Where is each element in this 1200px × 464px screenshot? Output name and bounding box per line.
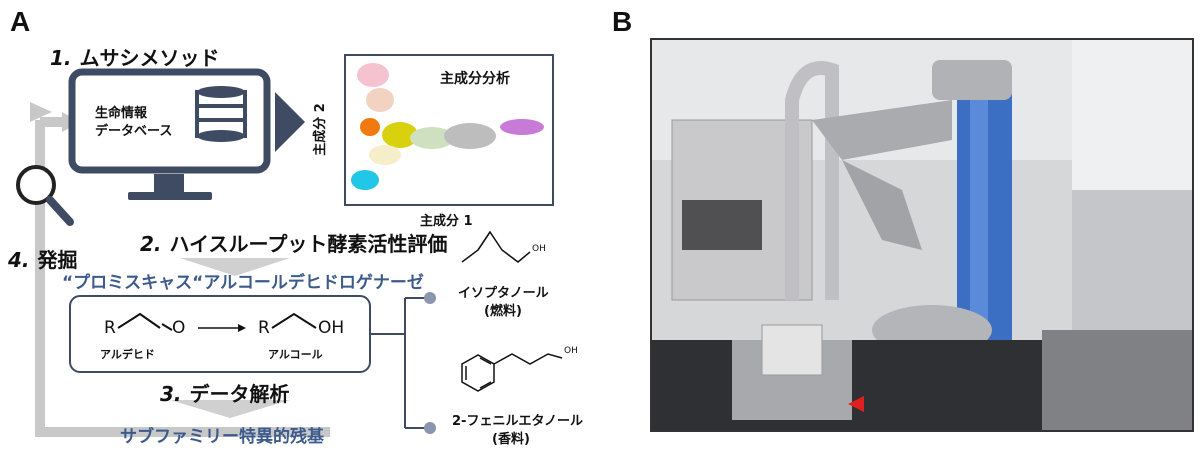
arrow-down-1 [180, 258, 290, 276]
step2-heading: 2. ハイスループット酵素活性評価 [140, 228, 447, 257]
panel-b-label: B [612, 6, 633, 37]
phenylethanol-name: 2-フェニルエタノール [452, 414, 584, 429]
aldehyde-label: アルデヒド [100, 348, 155, 361]
step2-number: 2. [140, 232, 162, 256]
reaction-r1: R [104, 318, 116, 338]
reaction-r2: R [258, 318, 270, 338]
isobutanol-use: (燃料) [484, 304, 522, 319]
database-label-line2: データベース [95, 124, 173, 139]
step3-text: データ解析 [189, 382, 290, 406]
phenylethanol-use: (香料) [492, 432, 530, 447]
step1-heading: 1. ムサシメソッド [50, 42, 220, 71]
enzyme-name: “プロミスキャス“アルコールデヒドロゲナーゼ [62, 273, 424, 293]
pca-title: 主成分分析 [440, 71, 510, 87]
step1-number: 1. [50, 46, 72, 70]
subfamily-label: サブファミリー特異的残基 [120, 427, 324, 447]
feedback-loop [35, 120, 330, 437]
robot-lab-photo [650, 38, 1194, 432]
step4-number: 4. [8, 248, 30, 272]
monitor-neck [154, 174, 184, 194]
diagram-shapes [16, 54, 563, 437]
pca-clusters [351, 63, 544, 190]
reaction-oh: OH [318, 318, 345, 338]
pca-xlabel: 主成分 1 [420, 214, 473, 229]
phenylethanol-structure [461, 353, 563, 392]
phenylethanol-oh: OH [564, 346, 578, 356]
magnifier-icon [16, 165, 74, 226]
product-dot-1 [424, 292, 436, 304]
isobutanol-structure [461, 230, 531, 263]
isobutanol-name: イソプタノール [458, 286, 549, 301]
red-marker-icon [848, 396, 864, 412]
alcohol-label: アルコール [268, 348, 323, 361]
arrow-to-pca [275, 92, 305, 152]
robot-lab-illustration [652, 40, 1192, 430]
product-dot-2 [424, 422, 436, 434]
arrow-down-2 [170, 400, 290, 418]
step1-text: ムサシメソッド [79, 46, 220, 70]
database-label-line1: 生命情報 [95, 106, 148, 121]
step2-text: ハイスループット酵素活性評価 [169, 232, 448, 256]
monitor-base [128, 192, 212, 200]
step3-number: 3. [160, 382, 182, 406]
step4-heading: 4. 発掘 [8, 244, 78, 273]
isobutanol-oh: OH [532, 244, 546, 254]
step3-heading: 3. データ解析 [160, 378, 290, 407]
feedback-arrowhead [30, 102, 52, 122]
database-icon [195, 86, 247, 142]
step4-text: 発掘 [37, 248, 78, 272]
reaction-o: O [172, 318, 186, 338]
pca-ylabel: 主成分 2 [312, 103, 328, 156]
panel-a-label: A [10, 6, 31, 37]
